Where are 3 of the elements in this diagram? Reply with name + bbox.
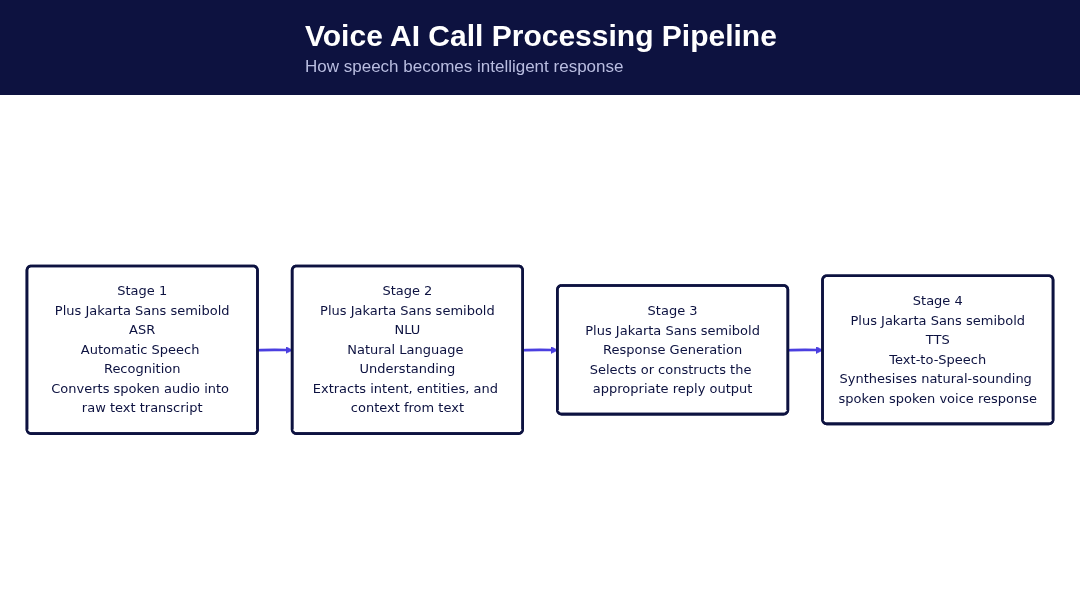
subtitle: How speech becomes intelligent response <box>305 56 625 77</box>
title: Voice AI Call Processing Pipeline <box>305 18 777 53</box>
arrow <box>257 346 293 355</box>
